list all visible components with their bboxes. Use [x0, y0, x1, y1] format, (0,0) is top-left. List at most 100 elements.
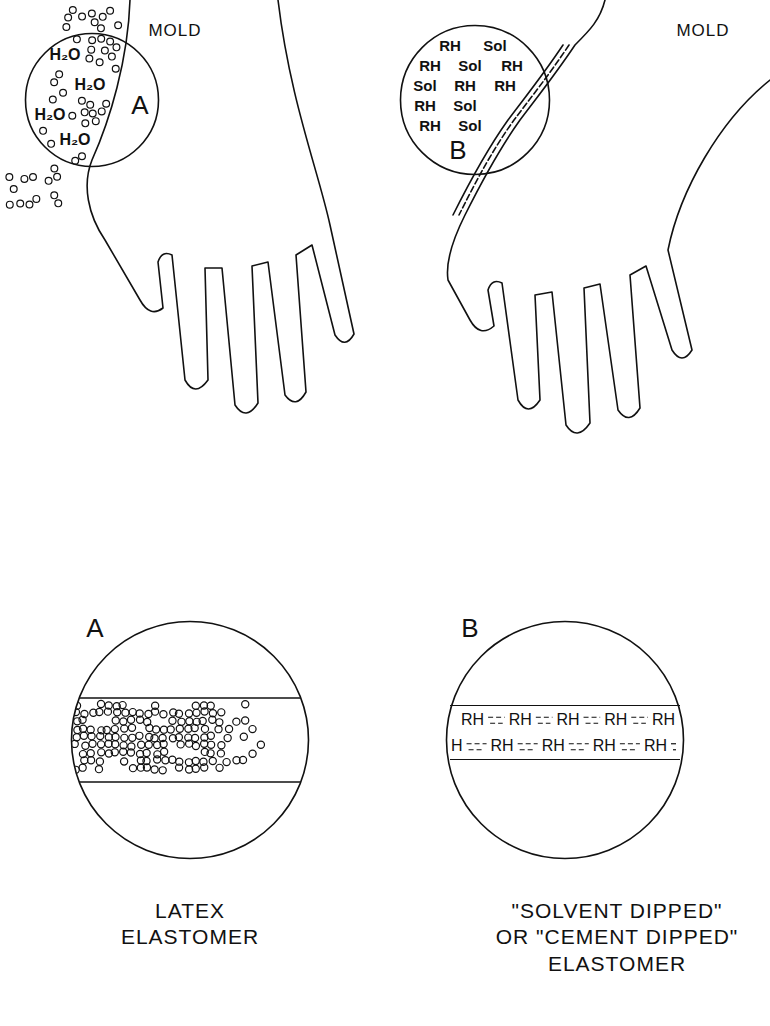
latex-particle: [201, 708, 208, 715]
latex-particle: [128, 724, 135, 731]
water-droplet: [6, 174, 13, 181]
latex-particle: [175, 710, 182, 717]
water-droplet: [108, 53, 115, 60]
latex-particle: [119, 702, 126, 709]
latex-particle: [223, 759, 230, 766]
latex-particle: [207, 741, 214, 748]
mold-label: MOLD: [130, 20, 220, 41]
circle-outline: [72, 622, 309, 859]
latex-particle: [138, 741, 145, 748]
film-label: RH: [414, 98, 436, 113]
latex-particle: [111, 749, 118, 756]
latex-particle: [129, 765, 136, 772]
water-droplet: [107, 7, 114, 14]
latex-particle: [167, 726, 174, 733]
latex-particle: [192, 765, 199, 772]
caption: "SOLVENT DIPPED" OR "CEMENT DIPPED" ELAS…: [492, 898, 742, 977]
callout-letter: B: [449, 137, 466, 163]
latex-particle: [160, 740, 167, 747]
molecule-label: RH: [643, 736, 668, 755]
film-label: RH: [419, 118, 441, 133]
latex-particle: [191, 725, 198, 732]
latex-particles: [71, 700, 264, 773]
mold-label: MOLD: [658, 20, 748, 41]
water-droplet: [91, 19, 98, 26]
latex-particle: [103, 726, 110, 733]
water-droplet: [79, 13, 86, 20]
latex-particle: [79, 725, 86, 732]
water-droplet: [48, 140, 55, 147]
latex-particle: [121, 725, 128, 732]
circle-outline: [26, 34, 159, 167]
water-label: H₂O: [49, 47, 80, 63]
water-droplet: [21, 176, 28, 183]
callout-letter: A: [86, 615, 103, 641]
water-droplet: [96, 59, 103, 66]
latex-particle: [95, 766, 102, 773]
bond-dash: [467, 743, 487, 744]
water-droplet: [10, 186, 17, 193]
water-droplet: [98, 35, 105, 42]
caption: LATEX ELASTOMER: [95, 898, 285, 951]
latex-particle: [249, 725, 256, 732]
film-label: RH: [494, 78, 516, 93]
latex-particle: [112, 741, 119, 748]
latex-particle: [199, 717, 206, 724]
water-droplet: [89, 37, 96, 44]
bond-dash: [518, 743, 538, 744]
molecule-label: RH: [592, 736, 617, 755]
latex-particle: [217, 750, 224, 757]
film-label: Sol: [413, 78, 436, 93]
molecule-label: H: [450, 736, 464, 755]
latex-particle: [207, 702, 214, 709]
bond-dash: [620, 743, 640, 744]
latex-particle: [242, 701, 249, 708]
latex-particle: [192, 702, 199, 709]
latex-particle: [186, 718, 193, 725]
latex-particle: [193, 709, 200, 716]
latex-particle: [98, 749, 105, 756]
latex-particle: [192, 742, 199, 749]
latex-particle: [97, 700, 104, 707]
latex-particle: [129, 734, 136, 741]
latex-particle: [159, 767, 166, 774]
latex-particle: [175, 734, 182, 741]
latex-particle: [96, 758, 103, 765]
water-label: H₂O: [34, 107, 65, 123]
molecule-row: RHRHRHRHRH: [450, 710, 680, 729]
latex-particle: [242, 717, 249, 724]
water-droplet: [60, 89, 67, 96]
water-droplet: [54, 173, 61, 180]
film-band-edge: [60, 781, 320, 783]
magnifier-circle: BRHRHRHRHRHHRHRHRHRH: [445, 620, 685, 860]
film-band-edge: [60, 697, 320, 699]
latex-particle: [87, 757, 94, 764]
latex-particle: [96, 708, 103, 715]
film-label: Sol: [458, 58, 481, 73]
circle-outline: [70, 620, 310, 860]
water-droplet: [65, 14, 72, 21]
latex-particle: [224, 734, 231, 741]
molecule-label: RH: [460, 710, 485, 729]
latex-particle: [145, 741, 152, 748]
latex-particle: [225, 725, 232, 732]
latex-particle: [257, 741, 264, 748]
latex-particle: [129, 709, 136, 716]
bond-dash: [536, 717, 553, 718]
water-droplet: [87, 101, 94, 108]
latex-particle: [177, 741, 184, 748]
film-label: RH: [501, 58, 523, 73]
water-droplet: [56, 71, 63, 78]
latex-particle: [151, 766, 158, 773]
water-droplet: [103, 100, 110, 107]
latex-particle: [233, 718, 240, 725]
water-droplet: [17, 200, 24, 207]
latex-particle: [185, 710, 192, 717]
water-droplet: [98, 25, 105, 32]
water-droplet: [78, 97, 85, 104]
film-label: Sol: [453, 98, 476, 113]
water-droplet: [115, 22, 122, 29]
film-label: Sol: [458, 118, 481, 133]
bond-dash: [671, 743, 678, 744]
water-droplet: [101, 47, 108, 54]
